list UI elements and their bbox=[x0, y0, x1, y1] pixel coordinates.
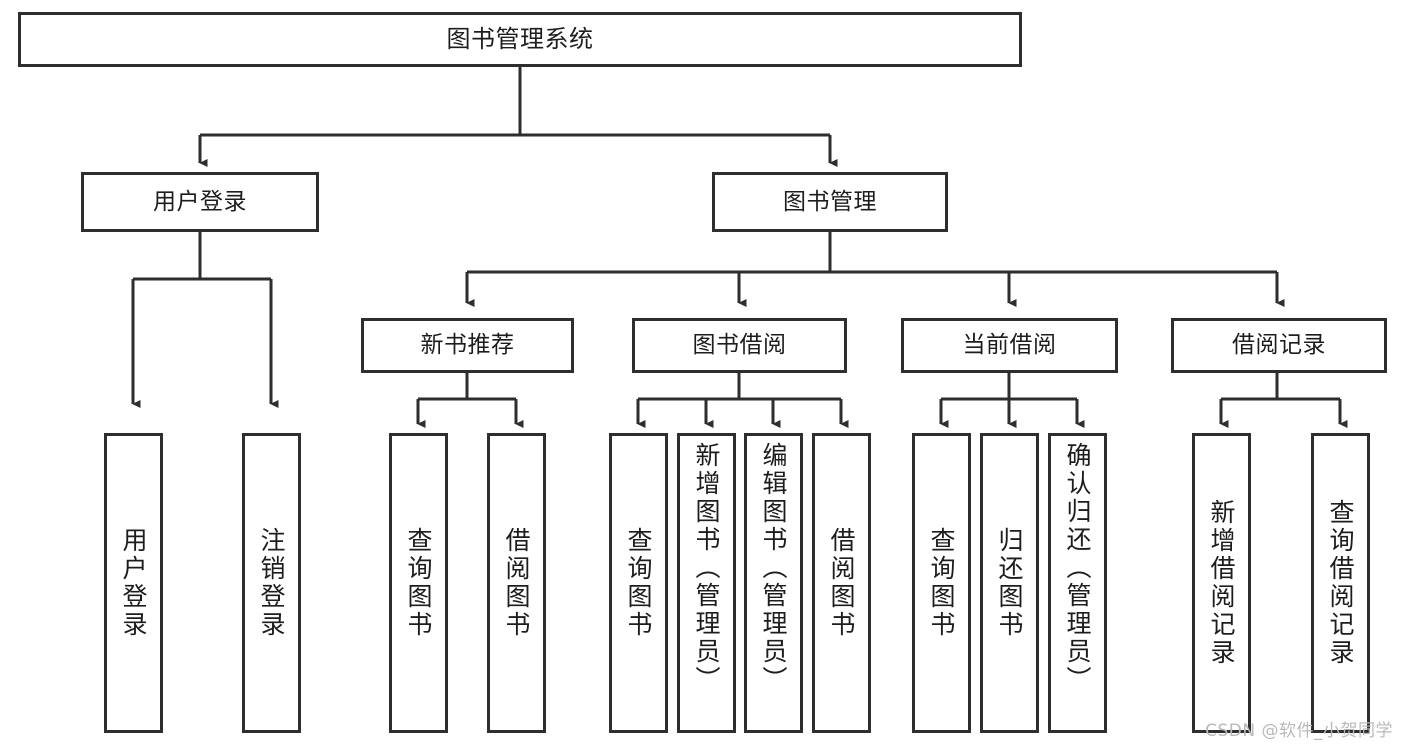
node-label: 查询图书 bbox=[404, 527, 433, 639]
node-label: 查询图书 bbox=[927, 527, 956, 639]
node-label: 借阅记录 bbox=[1232, 332, 1326, 359]
leaf-book-borrow-edit-book-admin[interactable]: 编辑图书（管理员） bbox=[744, 433, 803, 733]
leaf-borrow-record-query-record[interactable]: 查询借阅记录 bbox=[1311, 433, 1370, 733]
node-new-book-recommend[interactable]: 新书推荐 bbox=[361, 318, 574, 373]
leaf-user-login[interactable]: 用户登录 bbox=[104, 433, 163, 733]
node-label: 图书管理系统 bbox=[446, 24, 594, 53]
node-label: 注销登录 bbox=[257, 527, 286, 639]
leaf-logout[interactable]: 注销登录 bbox=[242, 433, 301, 733]
node-label: 用户登录 bbox=[119, 527, 148, 639]
node-label: 编辑图书（管理员） bbox=[759, 442, 788, 694]
node-label: 确认归还（管理员） bbox=[1063, 442, 1092, 694]
leaf-new-book-query-book[interactable]: 查询图书 bbox=[389, 433, 448, 733]
node-label: 查询图书 bbox=[624, 527, 653, 639]
leaf-current-borrow-query-book[interactable]: 查询图书 bbox=[912, 433, 971, 733]
leaf-book-borrow-borrow-book[interactable]: 借阅图书 bbox=[812, 433, 871, 733]
leaf-new-book-borrow-book[interactable]: 借阅图书 bbox=[487, 433, 546, 733]
node-label: 图书借阅 bbox=[692, 332, 787, 359]
node-label: 借阅图书 bbox=[827, 527, 856, 639]
leaf-current-borrow-return-book[interactable]: 归还图书 bbox=[980, 433, 1039, 733]
node-user-login[interactable]: 用户登录 bbox=[81, 172, 319, 232]
node-current-borrow[interactable]: 当前借阅 bbox=[901, 318, 1118, 373]
node-label: 新书推荐 bbox=[420, 332, 515, 359]
node-label: 图书管理 bbox=[783, 188, 877, 215]
node-borrow-record[interactable]: 借阅记录 bbox=[1171, 318, 1387, 373]
node-label: 借阅图书 bbox=[502, 527, 531, 639]
node-book-management[interactable]: 图书管理 bbox=[712, 172, 948, 232]
node-root-book-management-system[interactable]: 图书管理系统 bbox=[18, 12, 1022, 67]
leaf-current-borrow-confirm-return-admin[interactable]: 确认归还（管理员） bbox=[1048, 433, 1107, 733]
node-label: 新增借阅记录 bbox=[1207, 499, 1236, 667]
node-label: 新增图书（管理员） bbox=[692, 442, 721, 694]
node-label: 当前借阅 bbox=[962, 332, 1057, 359]
node-label: 查询借阅记录 bbox=[1326, 499, 1355, 667]
leaf-borrow-record-add-record[interactable]: 新增借阅记录 bbox=[1192, 433, 1251, 733]
leaf-book-borrow-query-book[interactable]: 查询图书 bbox=[609, 433, 668, 733]
watermark-text: CSDN @软件_小贺同学 bbox=[1205, 721, 1393, 741]
node-label: 用户登录 bbox=[153, 188, 247, 215]
leaf-book-borrow-add-book-admin[interactable]: 新增图书（管理员） bbox=[677, 433, 736, 733]
node-label: 归还图书 bbox=[995, 527, 1024, 639]
node-book-borrow[interactable]: 图书借阅 bbox=[632, 318, 847, 373]
